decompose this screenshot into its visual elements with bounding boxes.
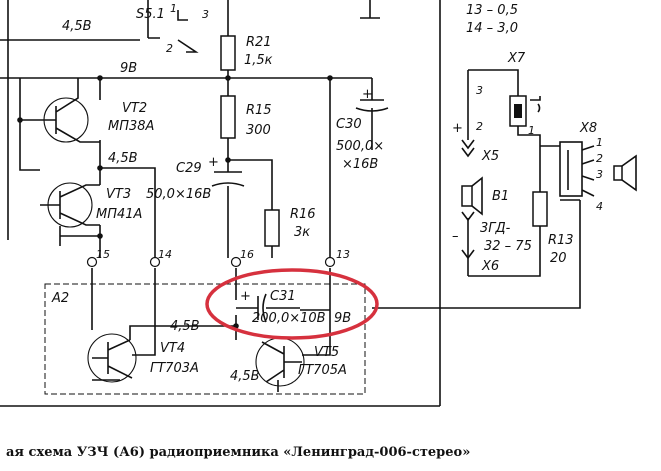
transistor-vt4 (87, 333, 137, 383)
legend-14: 14 – 3,0 (466, 21, 518, 36)
transistor-vt2 (42, 78, 100, 143)
label-c31-plus: + (240, 289, 251, 304)
label-x8-pin2: 2 (596, 152, 603, 165)
label-r21-value: 1,5к (244, 53, 273, 68)
label-c30-plus: + (362, 87, 373, 102)
label-x7: X7 (507, 51, 526, 66)
label-r21: R21 (246, 35, 272, 50)
label-x6-minus: – (452, 229, 459, 244)
label-terminal-15: 15 (96, 248, 110, 261)
label-speaker-model-2: 32 – 75 (484, 239, 532, 254)
speaker-b1 (461, 176, 483, 216)
label-terminal-16: 16 (240, 248, 254, 261)
connector-x5 (461, 139, 475, 158)
label-c30-value-2: ×16В (342, 157, 378, 172)
label-x5: X5 (481, 149, 499, 164)
connector-x7 (509, 95, 541, 127)
node (17, 117, 23, 123)
label-c31: C31 (270, 289, 296, 304)
label-x7-pin1: 1 (528, 124, 535, 137)
node (97, 75, 103, 81)
label-r13-value: 20 (550, 251, 567, 266)
label-s51-pin3: 3 (202, 8, 209, 21)
terminal-14 (149, 256, 161, 268)
highlight-ellipse (205, 268, 379, 340)
label-r15-value: 300 (246, 123, 271, 138)
label-vt3-type: МП41А (96, 207, 142, 222)
node (97, 233, 103, 239)
label-vt4: VT4 (160, 341, 185, 356)
label-x8-pin4: 4 (596, 200, 603, 213)
terminal-15 (86, 256, 98, 268)
label-x8-pin1: 1 (596, 136, 603, 149)
label-s51: S5.1 (136, 7, 165, 22)
label-4-5v-top: 4,5В (62, 19, 92, 34)
label-c29: C29 (176, 161, 202, 176)
capacitor-c29 (211, 171, 245, 187)
label-s51-pin2: 2 (166, 42, 173, 55)
label-block-a2: А2 (51, 291, 69, 306)
node (225, 157, 231, 163)
terminal-13 (324, 256, 336, 268)
label-c31-value: 200,0×10В (252, 311, 326, 326)
node (327, 75, 333, 81)
switch-s51 (177, 10, 199, 53)
capacitor-c31 (257, 293, 267, 323)
resistor-r15 (220, 95, 236, 139)
label-c29-value: 50,0×16В (146, 187, 211, 202)
capacitor-c30 (355, 99, 389, 126)
label-vt4-type: ГТ703А (150, 361, 199, 376)
figure-caption: ая схема УЗЧ (А6) радиоприемника «Ленинг… (6, 445, 470, 460)
label-b1: B1 (492, 189, 509, 204)
label-x5-pin3: 3 (476, 84, 483, 97)
connector-x6 (461, 211, 475, 260)
label-speaker-model-1: 3ГД- (480, 221, 511, 236)
label-terminal-14: 14 (158, 248, 172, 261)
label-4-5v-vt2: 4,5В (108, 151, 138, 166)
label-c30: C30 (336, 117, 362, 132)
label-4-5v-vt5: 4,5В (230, 369, 260, 384)
label-x8: X8 (579, 121, 597, 136)
label-r15: R15 (246, 103, 272, 118)
transistor-vt5 (255, 337, 305, 387)
label-x6: X6 (481, 259, 499, 274)
resistor-r21 (220, 35, 236, 71)
block-a2-border (44, 283, 366, 395)
label-x5-plus: + (452, 121, 463, 136)
label-x8-pin3: 3 (596, 168, 603, 181)
label-r16: R16 (290, 207, 316, 222)
output-speaker-icon (613, 154, 637, 192)
connector-x8 (559, 141, 595, 197)
label-c30-value-1: 500,0× (336, 139, 384, 154)
label-vt2-type: МП38А (108, 119, 154, 134)
label-9v-rail: 9В (120, 61, 137, 76)
transistor-vt3 (40, 182, 100, 228)
terminal-16 (230, 256, 242, 268)
resistor-r13 (532, 191, 548, 227)
label-vt3: VT3 (106, 187, 131, 202)
node (97, 165, 103, 171)
label-r13: R13 (548, 233, 574, 248)
label-vt5-type: ГТ705А (298, 363, 347, 378)
legend-13: 13 – 0,5 (466, 3, 518, 18)
label-vt2: VT2 (122, 101, 147, 116)
label-9v-c31: 9В (334, 311, 351, 326)
wiring (0, 0, 581, 392)
label-s51-pin1: 1 (170, 2, 177, 15)
label-terminal-13: 13 (336, 248, 350, 261)
label-vt5: VT5 (314, 345, 339, 360)
label-4-5v-vt4: 4,5В (170, 319, 200, 334)
label-r16-value: 3к (294, 225, 310, 240)
label-c29-plus: + (208, 155, 219, 170)
node (225, 75, 231, 81)
label-x5-pin2: 2 (476, 120, 483, 133)
resistor-r16 (264, 209, 280, 247)
